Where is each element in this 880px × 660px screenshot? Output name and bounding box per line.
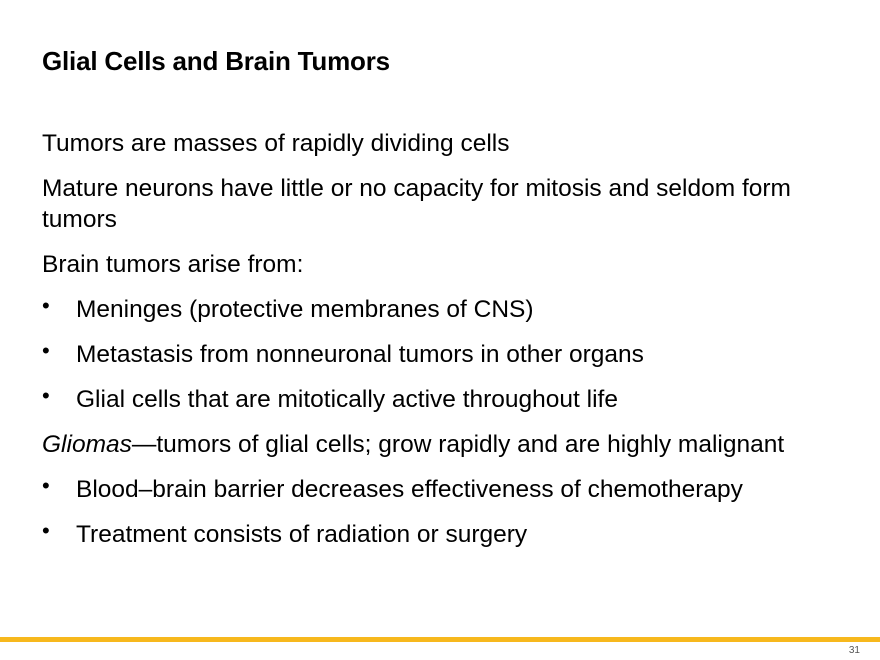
slide-title: Glial Cells and Brain Tumors <box>42 46 390 76</box>
bullet-item: • Meninges (protective membranes of CNS) <box>42 293 832 325</box>
slide-body: Tumors are masses of rapidly dividing ce… <box>42 128 832 564</box>
paragraph-gliomas: Gliomas—tumors of glial cells; grow rapi… <box>42 429 832 460</box>
bullet-text: Treatment consists of radiation or surge… <box>76 521 528 548</box>
bullet-text: Meninges (protective membranes of CNS) <box>76 296 534 323</box>
page-number: 31 <box>848 645 860 656</box>
bullet-icon: • <box>42 338 50 363</box>
bullet-icon: • <box>42 473 50 498</box>
bullet-icon: • <box>42 383 50 408</box>
paragraph-tumors: Tumors are masses of rapidly dividing ce… <box>42 130 510 157</box>
footer-accent-rule <box>0 637 880 642</box>
bullet-text: Glial cells that are mitotically active … <box>76 386 618 413</box>
bullet-item: • Metastasis from nonneuronal tumors in … <box>42 338 832 370</box>
bullet-text: Blood–brain barrier decreases effectiven… <box>76 476 743 503</box>
bullet-item: • Blood–brain barrier decreases effectiv… <box>42 473 832 505</box>
bullet-item: • Treatment consists of radiation or sur… <box>42 518 832 550</box>
paragraph-neurons: Mature neurons have little or no capacit… <box>42 175 791 233</box>
bullet-icon: • <box>42 293 50 318</box>
bullet-item: • Glial cells that are mitotically activ… <box>42 383 832 415</box>
bullet-icon: • <box>42 518 50 543</box>
gliomas-term: Gliomas <box>42 431 132 458</box>
bullet-text: Metastasis from nonneuronal tumors in ot… <box>76 341 644 368</box>
gliomas-definition: —tumors of glial cells; grow rapidly and… <box>131 431 785 458</box>
paragraph-origins: Brain tumors arise from: <box>42 251 304 278</box>
